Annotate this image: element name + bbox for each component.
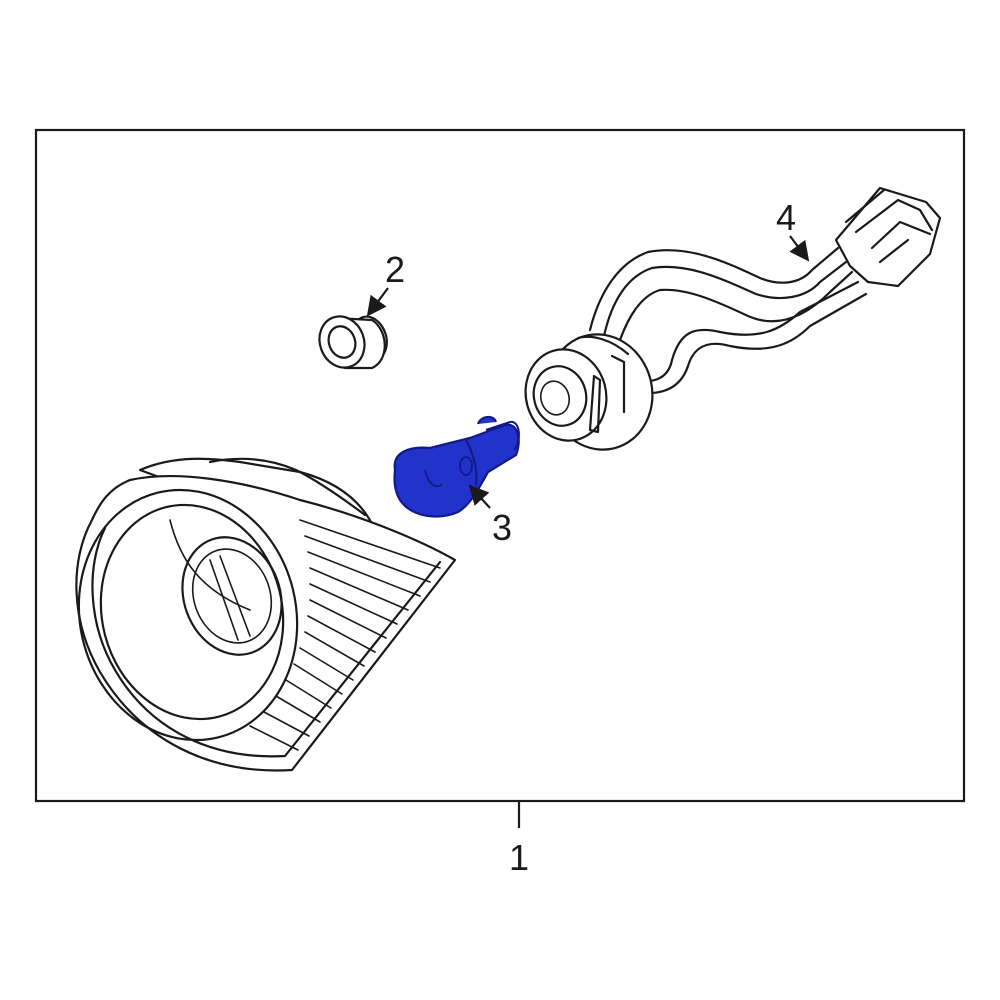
callout-4: 4	[776, 197, 796, 238]
callout-2: 2	[385, 249, 405, 290]
bulb	[393, 416, 520, 518]
callout-1: 1	[509, 837, 529, 878]
leader-arrow-2	[366, 287, 389, 317]
socket-harness	[524, 186, 942, 451]
leader-arrow-4	[789, 235, 810, 262]
diagram-frame	[34, 128, 966, 803]
leader-arrow-3	[468, 484, 491, 509]
grommet	[318, 315, 388, 370]
callout-3: 3	[492, 507, 512, 548]
lamp-housing	[75, 457, 457, 772]
